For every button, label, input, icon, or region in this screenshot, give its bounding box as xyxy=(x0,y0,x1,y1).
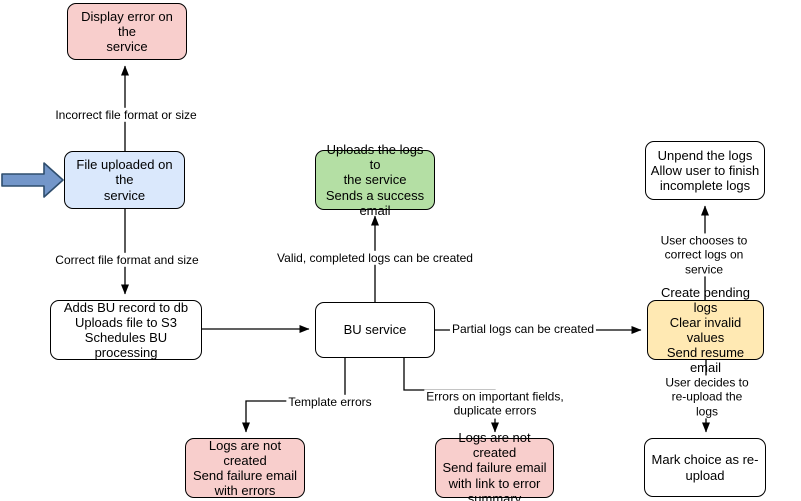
entry-arrow-icon xyxy=(1,162,64,198)
node-unpend-logs: Unpend the logs Allow user to finish inc… xyxy=(645,141,765,200)
edge-label-valid-logs: Valid, completed logs can be created xyxy=(275,250,475,266)
edge-label-correct-format: Correct file format and size xyxy=(53,252,201,268)
edge-label-template-errors: Template errors xyxy=(286,394,374,410)
node-bu-service: BU service xyxy=(315,302,435,358)
edge-label-incorrect-format: Incorrect file format or size xyxy=(53,107,199,123)
edge-label-partial-logs: Partial logs can be created xyxy=(449,321,597,337)
node-logs-not-created-errors: Logs are not created Send failure email … xyxy=(185,438,305,498)
node-create-pending-logs: Create pending logs Clear invalid values… xyxy=(647,285,764,375)
node-adds-bu-record: Adds BU record to db Uploads file to S3 … xyxy=(50,300,202,360)
node-mark-reupload: Mark choice as re- upload xyxy=(644,438,766,497)
node-file-uploaded: File uploaded on the service xyxy=(64,151,185,209)
edge-label-reupload: User decides to re-upload the logs xyxy=(660,375,754,419)
node-uploads-logs-success: Uploads the logs to the service Sends a … xyxy=(315,142,435,218)
node-display-error: Display error on the service xyxy=(67,3,187,60)
edge-label-field-errors: Errors on important fields, duplicate er… xyxy=(424,389,566,419)
edge-label-correct-on-service: User chooses to correct logs on service xyxy=(655,233,753,277)
node-logs-not-created-summary: Logs are not created Send failure email … xyxy=(435,430,554,501)
